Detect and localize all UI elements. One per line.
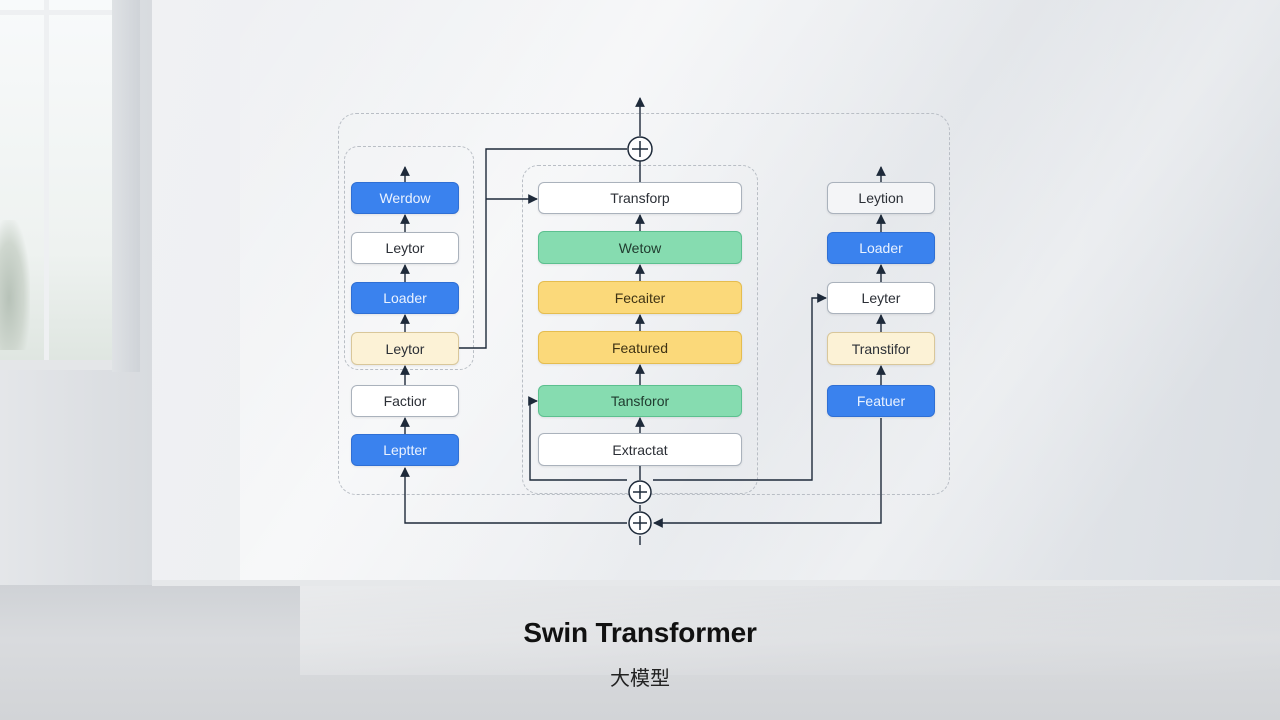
floor-light [300,585,1280,675]
block-center-5: Tansforor [538,385,742,417]
block-left-5: Factior [351,385,459,417]
block-center-3: Fecaiter [538,281,742,314]
block-right-5: Featuer [827,385,935,417]
tree-outside-window [0,220,30,350]
skip-connection [459,148,627,349]
diagram-title: Swin Transformer [523,617,757,648]
block-center-6: Extractat [538,433,742,466]
window-mullion [0,10,112,15]
add-node-top [627,136,653,162]
block-center-2: Wetow [538,231,742,264]
add-node-middle [628,480,652,504]
block-left-2: Leytor [351,232,459,264]
arrow [400,467,627,524]
block-left-6: Leptter [351,434,459,466]
block-right-2: Loader [827,232,935,264]
block-right-3: Leyter [827,282,935,314]
skip-connection [653,293,827,481]
baseboard [152,580,1280,586]
window-mullion [44,0,49,360]
add-node-bottom [628,511,652,535]
block-right-1: Leytion [827,182,935,214]
block-left-4: Leytor [351,332,459,365]
diagram-subtitle: 大模型 [610,666,670,690]
block-right-4: Transtifor [827,332,935,365]
block-left-3: Loader [351,282,459,314]
window [0,0,118,370]
block-center-1: Transforp [538,182,742,214]
arrow [653,418,882,528]
skip-connection [528,396,627,481]
window-frame [112,0,140,372]
block-left-1: Werdow [351,182,459,214]
block-center-4: Featured [538,331,742,364]
